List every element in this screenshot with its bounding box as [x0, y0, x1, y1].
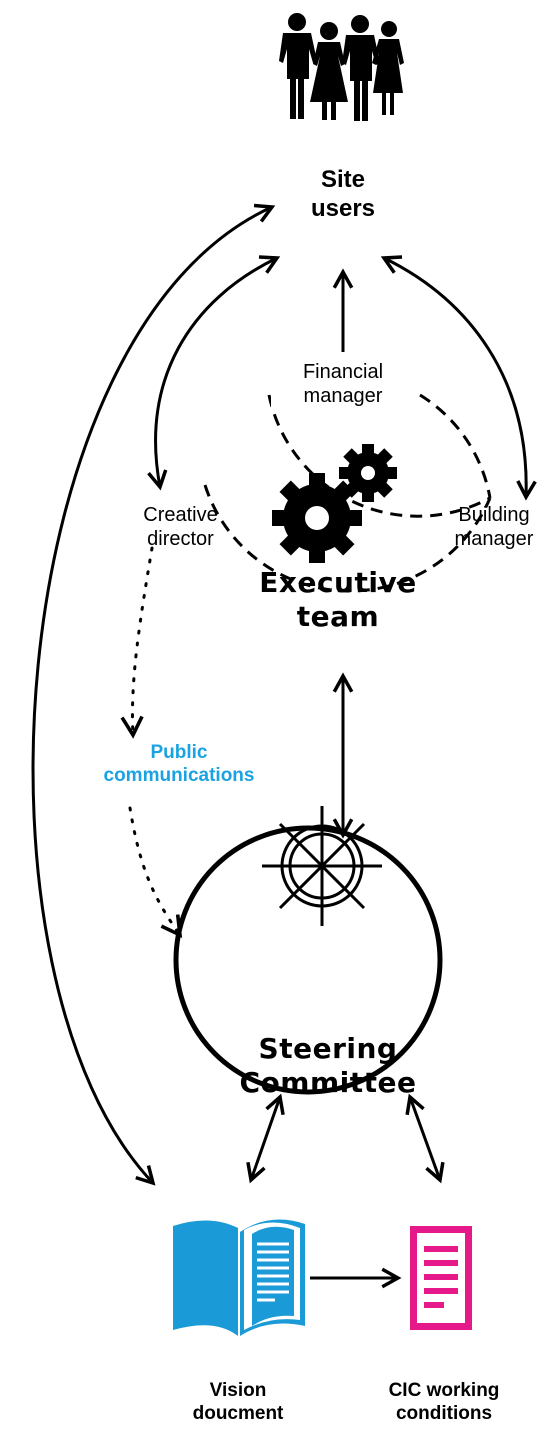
steering-committee-label: Steering Committee	[239, 1032, 417, 1099]
arrow-creative-public	[120, 546, 154, 739]
arrow-building-users	[384, 258, 526, 497]
vision-document-label: Vision doucment	[192, 1380, 284, 1424]
arrow-public-steering	[128, 806, 183, 939]
arrow-users-vision	[31, 207, 272, 1183]
financial-manager-label: Financial manager	[271, 360, 415, 408]
site-users-label: Site users	[310, 166, 376, 222]
cic-working-conditions-label: CIC working conditions	[388, 1380, 500, 1424]
public-communications-label: Public communications	[103, 742, 255, 786]
ship-wheel-icon	[262, 806, 382, 926]
document-icon	[410, 1226, 472, 1330]
arrow-steering-vision	[251, 1097, 280, 1180]
arrow-steering-cic	[410, 1097, 440, 1180]
creative-director-label: Creative director	[143, 504, 218, 550]
arrow-creative-users	[156, 258, 277, 487]
gears-icon	[272, 444, 397, 563]
people-group-icon	[279, 13, 404, 121]
building-manager-label: Building manager	[454, 504, 534, 550]
executive-team-label: Executive team	[259, 566, 417, 633]
connector-arrows	[31, 207, 526, 1278]
open-book-icon	[173, 1219, 305, 1336]
